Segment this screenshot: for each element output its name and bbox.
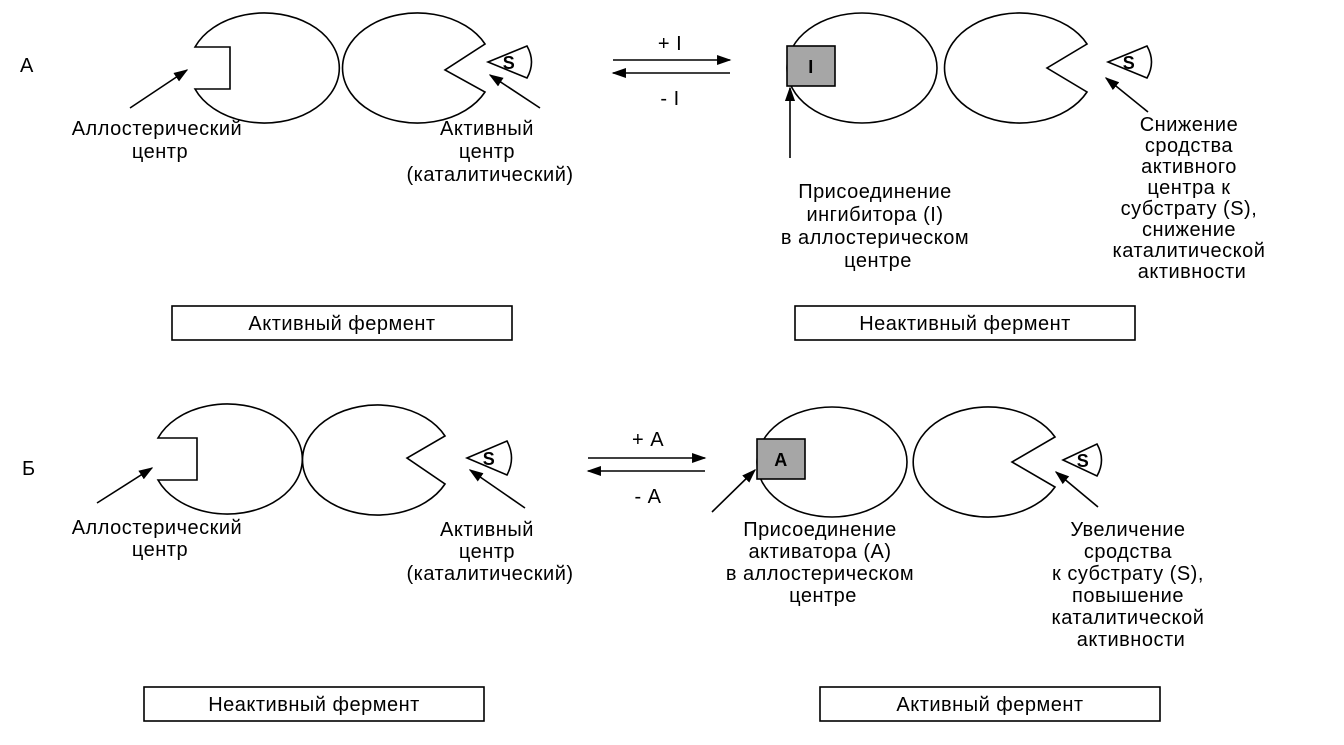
panel-b-binding-pointer xyxy=(711,468,757,513)
panel-a-active-site-label: Активный центр (каталитический) xyxy=(406,118,573,186)
panel-b-letter: Б xyxy=(22,458,36,480)
panel-b-allosteric-pointer xyxy=(96,467,154,504)
panel-a-left-catalytic-subunit xyxy=(341,12,487,124)
panel-a-effect-pointer xyxy=(1104,77,1149,113)
panel-b-right-state: Активный фермент xyxy=(896,694,1083,716)
panel-a-allosteric-pointer xyxy=(129,69,189,109)
panel-a-binding-label: Присоединение ингибитора (I) в аллостери… xyxy=(781,181,975,272)
panel-a-right-catalytic-subunit xyxy=(943,12,1089,124)
panel-b-right-substrate: S xyxy=(1061,442,1103,478)
svg-text:S: S xyxy=(1123,53,1136,73)
panel-a-left-state-box xyxy=(171,305,513,341)
panel-a-reverse-label: - I xyxy=(660,88,679,110)
panel-b-left-state: Неактивный фермент xyxy=(208,694,420,716)
panel-b-forward-label: + А xyxy=(632,429,664,451)
panel-b-activator-letter: А xyxy=(774,450,788,470)
panel-b: Б S Аллостерический центр Активный центр… xyxy=(22,403,1211,722)
svg-text:S: S xyxy=(1077,451,1090,471)
panel-a-right-substrate: S xyxy=(1105,44,1153,80)
panel-a-forward-label: + I xyxy=(658,33,682,55)
panel-a-letter: А xyxy=(20,55,34,77)
panel-b-left-catalytic-subunit xyxy=(301,404,447,516)
panel-b-effect-pointer xyxy=(1054,471,1099,508)
panel-b-right-state-box xyxy=(819,686,1161,722)
panel-b-active-site-pointer xyxy=(468,469,526,509)
panel-b-binding-label: Присоединение активатора (А) в аллостери… xyxy=(726,519,920,607)
panel-a-effect-label: Снижение сродства активного центра к суб… xyxy=(1113,114,1272,283)
panel-b-left-substrate: S xyxy=(464,439,513,477)
panel-b-left-state-box xyxy=(143,686,485,722)
panel-a-left-state: Активный фермент xyxy=(248,313,435,335)
panel-a-active-site-pointer xyxy=(488,74,541,109)
panel-b-reverse-label: - А xyxy=(634,486,661,508)
panel-b-left-allosteric-subunit xyxy=(156,403,304,515)
panel-a-allosteric-label: Аллостерический центр xyxy=(72,118,249,163)
panel-b-activator xyxy=(756,438,806,480)
panel-b-right-catalytic-subunit xyxy=(912,406,1057,518)
panel-b-allosteric-label: Аллостерический центр xyxy=(72,517,249,561)
panel-b-effect-label: Увеличение сродства к субстрату (S), пов… xyxy=(1052,519,1211,651)
panel-b-active-site-label: Активный центр (каталитический) xyxy=(406,519,573,585)
panel-a-right-state-box xyxy=(794,305,1136,341)
panel-a-left-allosteric-subunit xyxy=(193,12,341,124)
panel-a-inhibitor xyxy=(786,45,836,87)
panel-a-right-state: Неактивный фермент xyxy=(859,313,1071,335)
panel-a-inhibitor-letter: I xyxy=(808,57,814,77)
svg-text:S: S xyxy=(483,449,496,469)
panel-a: А S Аллостерический центр Активный центр… xyxy=(20,12,1272,341)
svg-text:S: S xyxy=(503,53,516,73)
panel-a-left-substrate: S xyxy=(485,44,533,80)
